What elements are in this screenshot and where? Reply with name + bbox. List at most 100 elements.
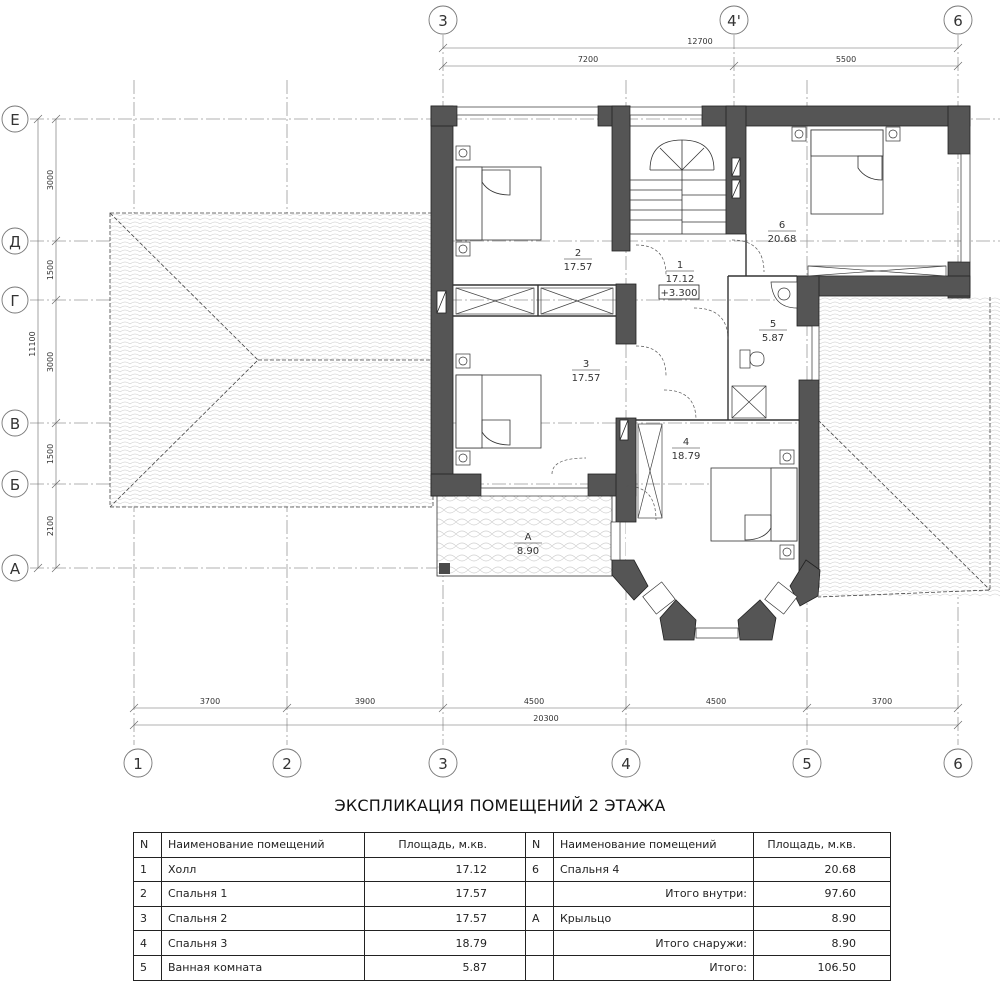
row-n: 2 [133, 881, 162, 907]
svg-text:4: 4 [621, 755, 631, 773]
row-n2 [525, 954, 554, 981]
left-dim-1: 3000 [46, 170, 55, 190]
svg-text:2: 2 [575, 248, 581, 259]
svg-text:3: 3 [438, 755, 448, 773]
axis-marker-left-E: Е [1, 105, 29, 133]
axis-marker-bottom-5: 5 [792, 748, 822, 778]
table-row: 5 Ванная комната 5.87 Итого: 106.50 [133, 954, 891, 981]
table-row: 2 Спальня 1 17.57 Итого внутри: 97.60 [133, 881, 891, 907]
header-area: Площадь, м.кв. [364, 832, 526, 858]
room-5-label: 5 5.87 [759, 319, 787, 344]
svg-text:17.57: 17.57 [564, 262, 593, 273]
room-1-label: 1 17.12 +3.300 [658, 260, 700, 300]
room-3-label: 3 17.57 [572, 359, 601, 384]
left-dim-2: 1500 [46, 260, 55, 280]
svg-text:5: 5 [770, 319, 776, 330]
row-area2: 8.90 [753, 930, 891, 956]
left-dim-4: 1500 [46, 444, 55, 464]
axis-marker-bottom-2: 2 [272, 748, 302, 778]
top-total-dim: 12700 [687, 37, 712, 46]
svg-text:18.79: 18.79 [672, 451, 701, 462]
svg-text:Б: Б [10, 476, 20, 494]
roof-left [109, 212, 434, 508]
svg-text:17.12: 17.12 [666, 274, 695, 285]
floor-plan: 1 17.12 +3.300 2 17.57 3 17.57 4 18.79 5… [1, 5, 1000, 778]
row-name: Ванная комната [161, 954, 365, 981]
svg-text:6: 6 [953, 755, 963, 773]
row-name: Спальня 1 [161, 881, 365, 907]
axis-marker-bottom-3: 3 [428, 748, 458, 778]
row-n2: 6 [525, 856, 554, 883]
bottom-total-dim: 20300 [533, 714, 558, 723]
row-area2: 97.60 [753, 881, 891, 907]
axis-marker-top-4prime: 4' [719, 5, 749, 35]
table-header-row: N Наименование помещений Площадь, м.кв. … [133, 832, 891, 858]
axis-marker-bottom-6: 6 [943, 748, 973, 778]
row-n: 1 [133, 856, 162, 883]
left-total-dim: 11100 [28, 331, 37, 356]
svg-text:5: 5 [802, 755, 812, 773]
svg-text:А: А [525, 532, 532, 543]
row-area: 17.57 [364, 905, 526, 932]
top-dimensions [438, 43, 963, 71]
bottom-dim-3: 4500 [524, 697, 544, 706]
vent-ducts [436, 157, 741, 441]
table-row: 3 Спальня 2 17.57 А Крыльцо 8.90 [133, 905, 891, 932]
table-title: ЭКСПЛИКАЦИЯ ПОМЕЩЕНИЙ 2 ЭТАЖА [334, 796, 666, 815]
svg-text:В: В [10, 415, 20, 433]
left-dimensions [33, 114, 61, 573]
bottom-dim-5: 3700 [872, 697, 892, 706]
bottom-dim-2: 3900 [355, 697, 375, 706]
svg-text:20.68: 20.68 [768, 234, 797, 245]
row-area: 17.57 [364, 881, 526, 907]
svg-text:3: 3 [583, 359, 589, 370]
svg-text:1: 1 [677, 260, 683, 271]
axis-marker-left-G: Г [1, 286, 29, 314]
svg-text:1: 1 [133, 755, 143, 773]
row-name2: Крыльцо [553, 905, 754, 932]
header-area2: Площадь, м.кв. [753, 832, 891, 858]
porch-label: А 8.90 [514, 532, 542, 557]
row-area2: 8.90 [753, 905, 891, 932]
top-dim-1: 7200 [578, 55, 598, 64]
svg-text:Г: Г [10, 292, 19, 310]
top-dim-2: 5500 [836, 55, 856, 64]
row-name2: Итого снаружи: [553, 930, 754, 956]
svg-text:2: 2 [282, 755, 292, 773]
svg-text:4': 4' [727, 12, 741, 30]
partitions [453, 234, 799, 421]
row-name2: Спальня 4 [553, 856, 754, 883]
wardrobes [455, 265, 947, 519]
room-4-label: 4 18.79 [672, 437, 701, 462]
svg-text:Д: Д [9, 233, 21, 251]
svg-text:6: 6 [953, 12, 963, 30]
staircase [629, 125, 727, 235]
bottom-dim-4: 4500 [706, 697, 726, 706]
svg-text:+3.300: +3.300 [660, 288, 697, 299]
night-stands [455, 126, 901, 560]
room-2-label: 2 17.57 [564, 248, 593, 273]
windows [456, 106, 971, 639]
header-n2: N [525, 832, 554, 858]
axis-marker-top-3: 3 [428, 5, 458, 35]
row-n: 3 [133, 905, 162, 932]
row-name: Спальня 2 [161, 905, 365, 932]
bottom-dim-1: 3700 [200, 697, 220, 706]
axis-marker-bottom-4: 4 [611, 748, 641, 778]
left-dim-5: 2100 [46, 516, 55, 536]
door-swings [551, 239, 765, 521]
svg-text:5.87: 5.87 [762, 333, 784, 344]
row-n2 [525, 881, 554, 907]
header-name: Наименование помещений [161, 832, 365, 858]
row-area: 17.12 [364, 856, 526, 883]
svg-text:Е: Е [10, 111, 19, 129]
table-row: 1 Холл 17.12 6 Спальня 4 20.68 [133, 856, 891, 883]
row-name: Холл [161, 856, 365, 883]
room-6-label: 6 20.68 [768, 220, 797, 245]
row-name: Спальня 3 [161, 930, 365, 956]
header-name2: Наименование помещений [553, 832, 754, 858]
left-dim-3: 3000 [46, 352, 55, 372]
row-area2: 20.68 [753, 856, 891, 883]
axis-marker-left-A: А [1, 554, 29, 582]
porch-column [439, 563, 450, 574]
